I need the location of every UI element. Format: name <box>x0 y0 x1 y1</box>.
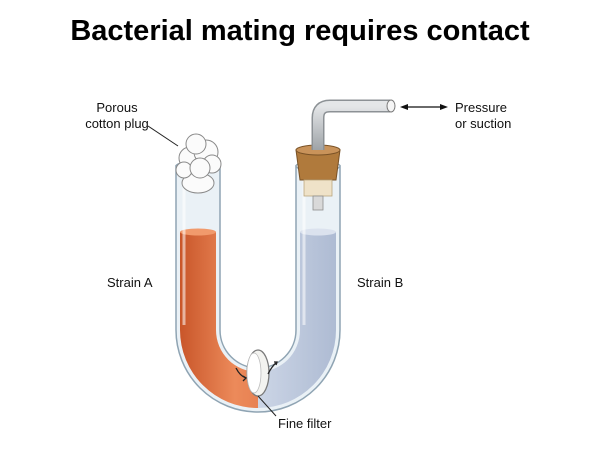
fine-filter <box>246 349 270 397</box>
strain-a-label: Strain A <box>107 275 153 290</box>
strain-b-surface <box>300 228 336 236</box>
filter-leader-line <box>257 395 277 417</box>
cotton-plug <box>175 133 222 194</box>
strain-a-surface <box>180 228 216 236</box>
pressure-label-line1: Pressure <box>455 100 507 115</box>
cork-stopper <box>295 144 341 211</box>
pressure-label-line2: or suction <box>455 116 511 131</box>
diagram-title: Bacterial mating requires contact <box>70 15 530 47</box>
strain-b-liquid <box>258 232 336 408</box>
pressure-arrow-icon <box>400 104 448 110</box>
suction-pipe <box>311 99 396 150</box>
strain-a-liquid <box>180 232 258 408</box>
strain-b-label: Strain B <box>357 275 403 290</box>
cotton-plug-leader-line <box>147 125 179 147</box>
cotton-plug-label-line1: Porous <box>96 100 138 115</box>
filter-flow-arrow-icon <box>235 361 278 382</box>
cotton-plug-label-line2: cotton plug <box>85 116 149 131</box>
fine-filter-label: Fine filter <box>278 416 332 431</box>
